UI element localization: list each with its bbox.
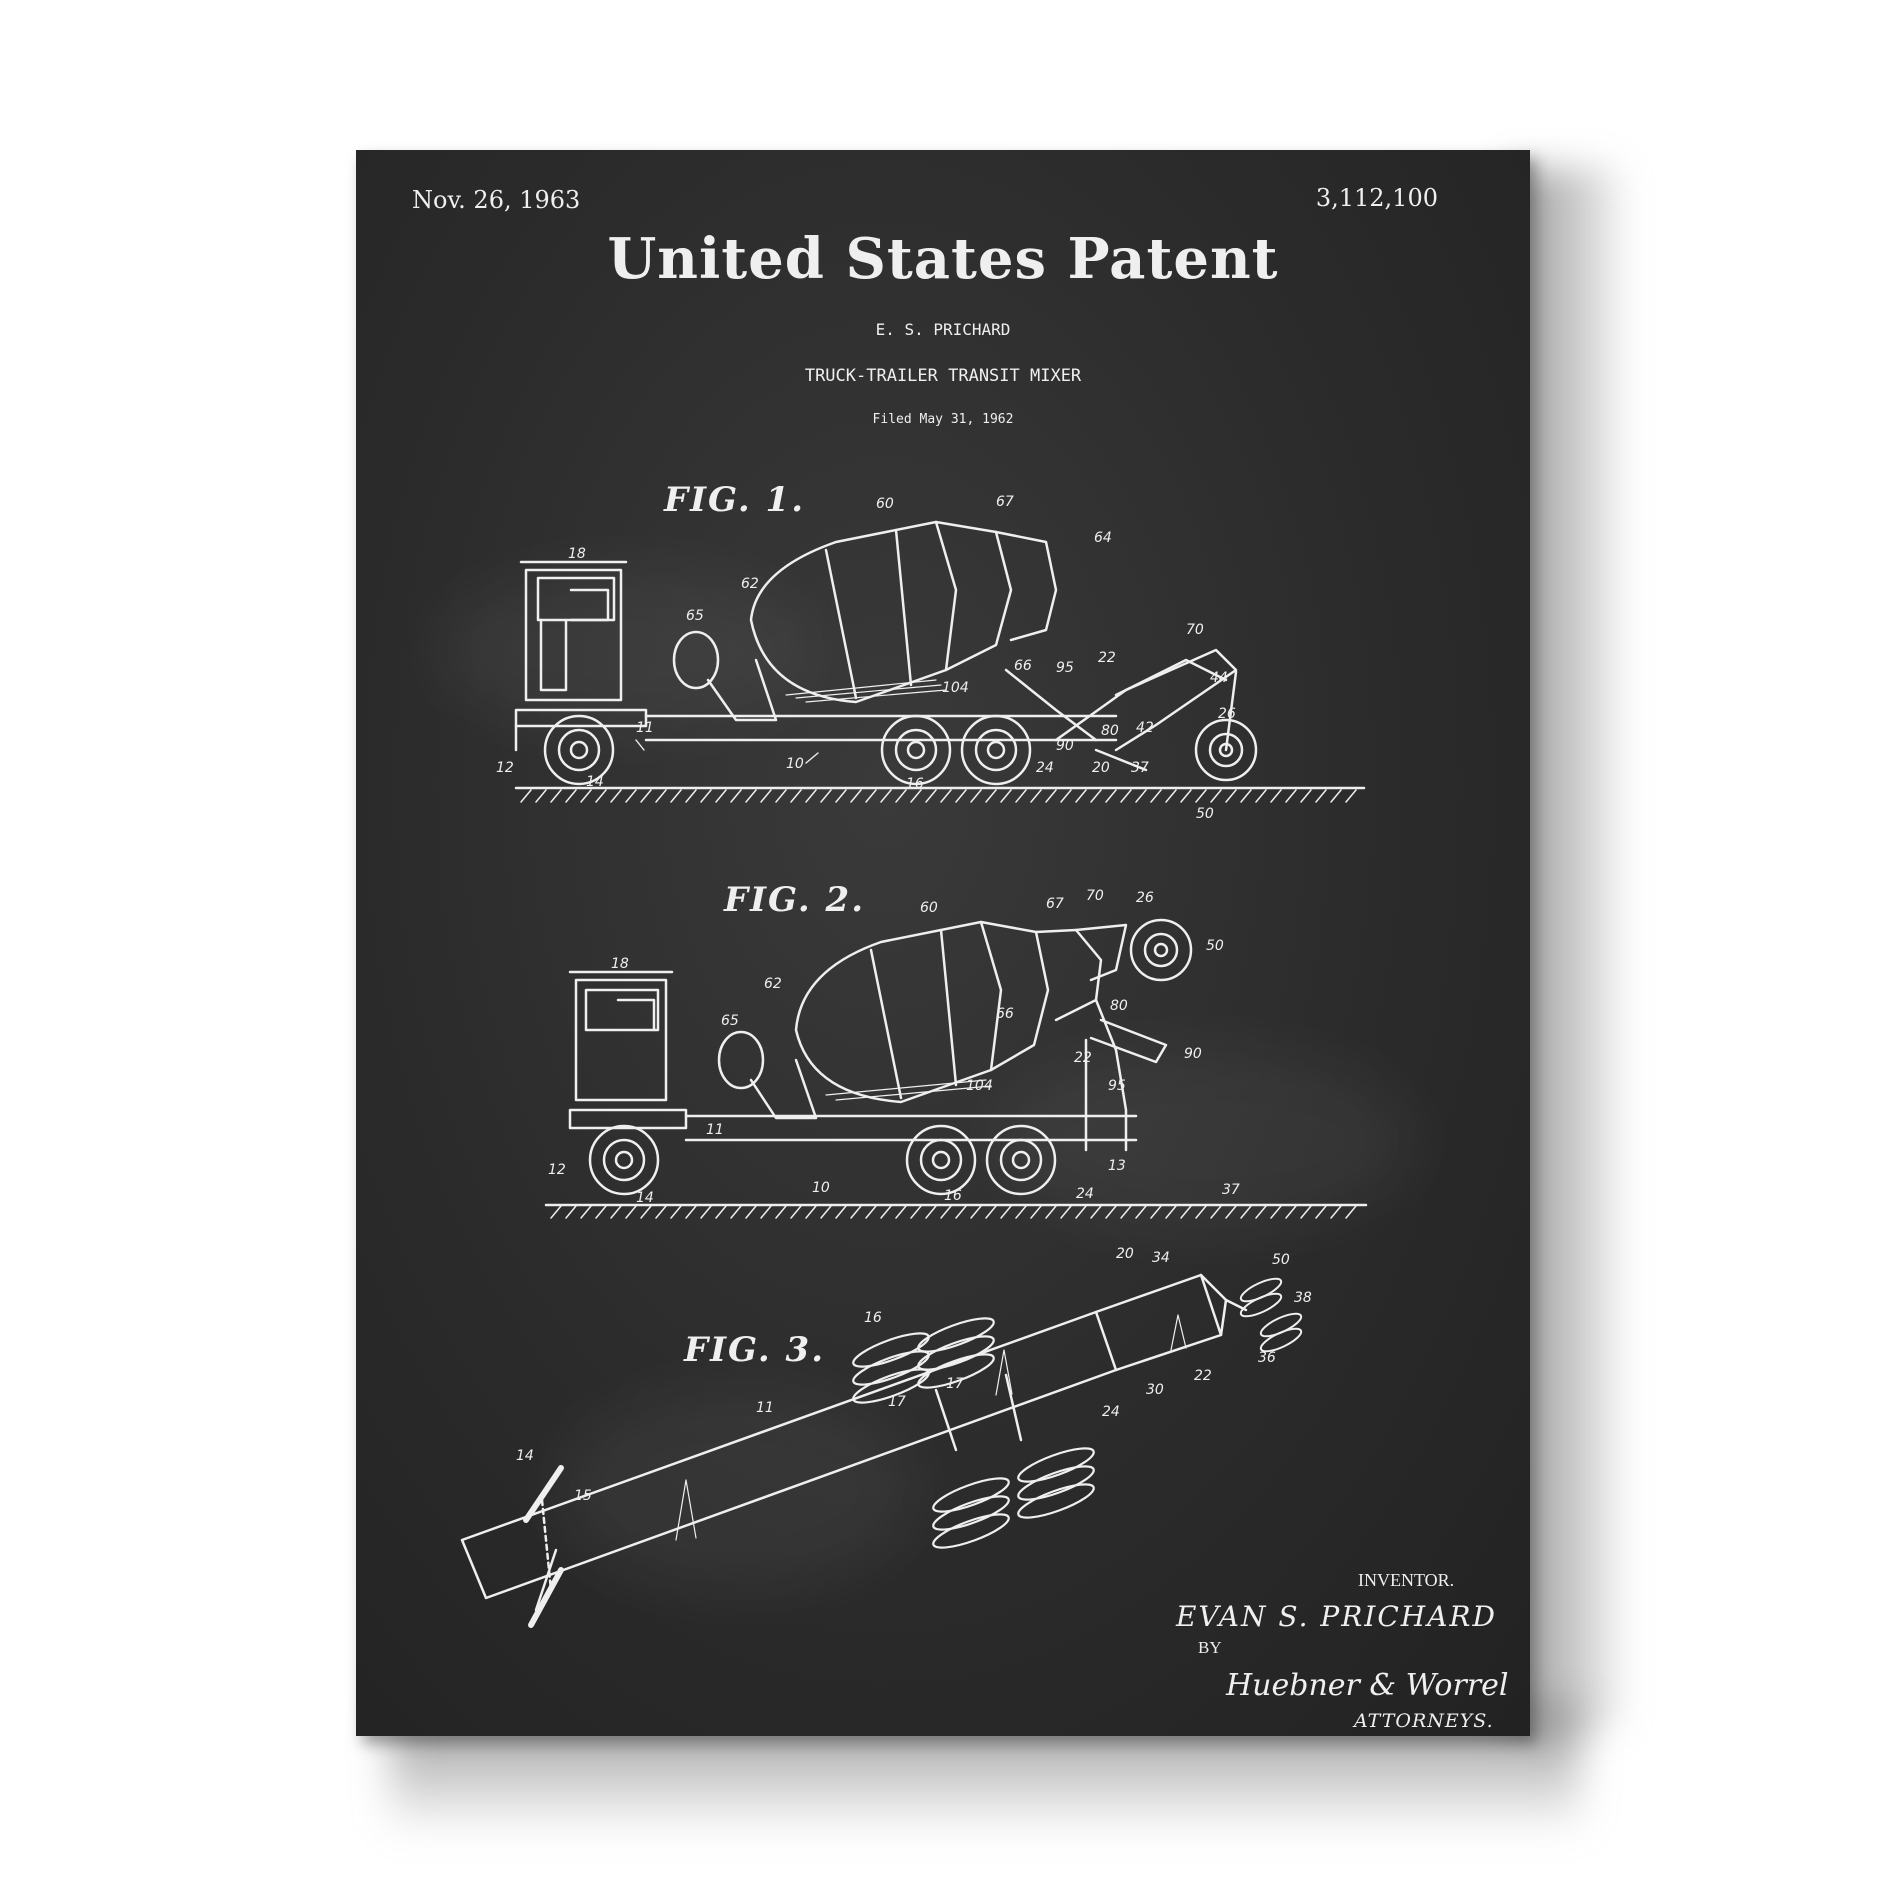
svg-text:14: 14 [586, 774, 604, 790]
svg-text:16: 16 [906, 776, 924, 792]
inventor-short: E. S. PRICHARD [875, 320, 1011, 339]
svg-text:14: 14 [636, 1190, 654, 1206]
svg-text:11: 11 [756, 1400, 774, 1416]
fig3-label: FIG. 3. [684, 1330, 826, 1370]
svg-text:13: 13 [1108, 1158, 1126, 1174]
svg-text:12: 12 [548, 1162, 566, 1178]
svg-text:104: 104 [942, 680, 969, 696]
svg-text:24: 24 [1102, 1404, 1120, 1420]
svg-text:17: 17 [946, 1376, 964, 1392]
svg-text:16: 16 [864, 1310, 882, 1326]
svg-text:22: 22 [1194, 1368, 1212, 1384]
svg-text:24: 24 [1076, 1186, 1094, 1202]
svg-text:95: 95 [1108, 1078, 1126, 1094]
svg-text:44: 44 [1210, 670, 1228, 686]
svg-text:70: 70 [1086, 888, 1104, 904]
svg-text:62: 62 [764, 976, 782, 992]
svg-text:36: 36 [1258, 1350, 1276, 1366]
svg-text:34: 34 [1152, 1250, 1170, 1266]
svg-text:90: 90 [1184, 1046, 1202, 1062]
svg-text:50: 50 [1272, 1252, 1290, 1268]
svg-text:30: 30 [1146, 1382, 1164, 1398]
by-label: BY [1198, 1638, 1222, 1657]
inventor-label: INVENTOR. [1358, 1570, 1455, 1590]
svg-text:26: 26 [1136, 890, 1154, 906]
svg-text:65: 65 [686, 608, 704, 624]
svg-text:64: 64 [1094, 530, 1112, 546]
svg-text:10: 10 [786, 756, 804, 772]
svg-text:66: 66 [1014, 658, 1032, 674]
chalk-smudge [556, 1390, 916, 1590]
patent-number: 3,112,100 [1315, 184, 1438, 212]
svg-text:42: 42 [1136, 720, 1154, 736]
svg-text:11: 11 [636, 720, 654, 736]
svg-text:20: 20 [1116, 1246, 1134, 1262]
svg-text:18: 18 [611, 956, 629, 972]
fig1-label: FIG. 1. [664, 480, 806, 520]
svg-text:60: 60 [876, 496, 894, 512]
patent-header: United States Patent [607, 226, 1279, 292]
svg-text:50: 50 [1206, 938, 1224, 954]
svg-text:50: 50 [1196, 806, 1214, 822]
inventor-name: EVAN S. PRICHARD [1176, 1600, 1497, 1633]
svg-text:11: 11 [706, 1122, 724, 1138]
svg-text:95: 95 [1056, 660, 1074, 676]
svg-text:66: 66 [996, 1006, 1014, 1022]
svg-text:26: 26 [1218, 706, 1236, 722]
chalk-smudge [436, 570, 816, 730]
fig2-label: FIG. 2. [724, 880, 866, 920]
fig2-truck-drawing [544, 918, 1368, 1219]
svg-text:80: 80 [1110, 998, 1128, 1014]
svg-text:62: 62 [741, 576, 759, 592]
attorneys-label: ATTORNEYS. [1354, 1710, 1494, 1732]
svg-text:16: 16 [944, 1188, 962, 1204]
svg-text:90: 90 [1056, 738, 1074, 754]
svg-text:12: 12 [496, 760, 514, 776]
svg-text:22: 22 [1098, 650, 1116, 666]
svg-text:10: 10 [812, 1180, 830, 1196]
svg-text:60: 60 [920, 900, 938, 916]
svg-text:17: 17 [888, 1394, 906, 1410]
patent-date: Nov. 26, 1963 [412, 186, 581, 214]
svg-text:104: 104 [966, 1078, 993, 1094]
svg-text:65: 65 [721, 1013, 739, 1029]
filed-date: Filed May 31, 1962 [872, 412, 1014, 427]
attorneys-signature: Huebner & Worrel [1226, 1668, 1509, 1703]
svg-text:80: 80 [1101, 723, 1119, 739]
fig1-truck-drawing [514, 520, 1366, 803]
svg-text:67: 67 [996, 494, 1014, 510]
svg-text:20: 20 [1092, 760, 1110, 776]
svg-text:22: 22 [1074, 1050, 1092, 1066]
svg-text:15: 15 [574, 1488, 592, 1504]
fig3-chassis-drawing [460, 1273, 1303, 1628]
svg-text:18: 18 [568, 546, 586, 562]
svg-text:38: 38 [1294, 1290, 1312, 1306]
svg-text:24: 24 [1036, 760, 1054, 776]
svg-text:67: 67 [1046, 896, 1064, 912]
patent-canvas-print: Nov. 26, 1963 3,112,100 United States Pa… [356, 150, 1530, 1736]
patent-title: TRUCK-TRAILER TRANSIT MIXER [804, 366, 1082, 386]
svg-text:37: 37 [1222, 1182, 1240, 1198]
patent-drawings: 18 65 62 60 67 64 11 10 16 14 12 66 95 22 70 44 26 4… [460, 494, 1368, 1628]
svg-text:70: 70 [1186, 622, 1204, 638]
svg-text:14: 14 [516, 1448, 534, 1464]
svg-text:37: 37 [1131, 760, 1149, 776]
